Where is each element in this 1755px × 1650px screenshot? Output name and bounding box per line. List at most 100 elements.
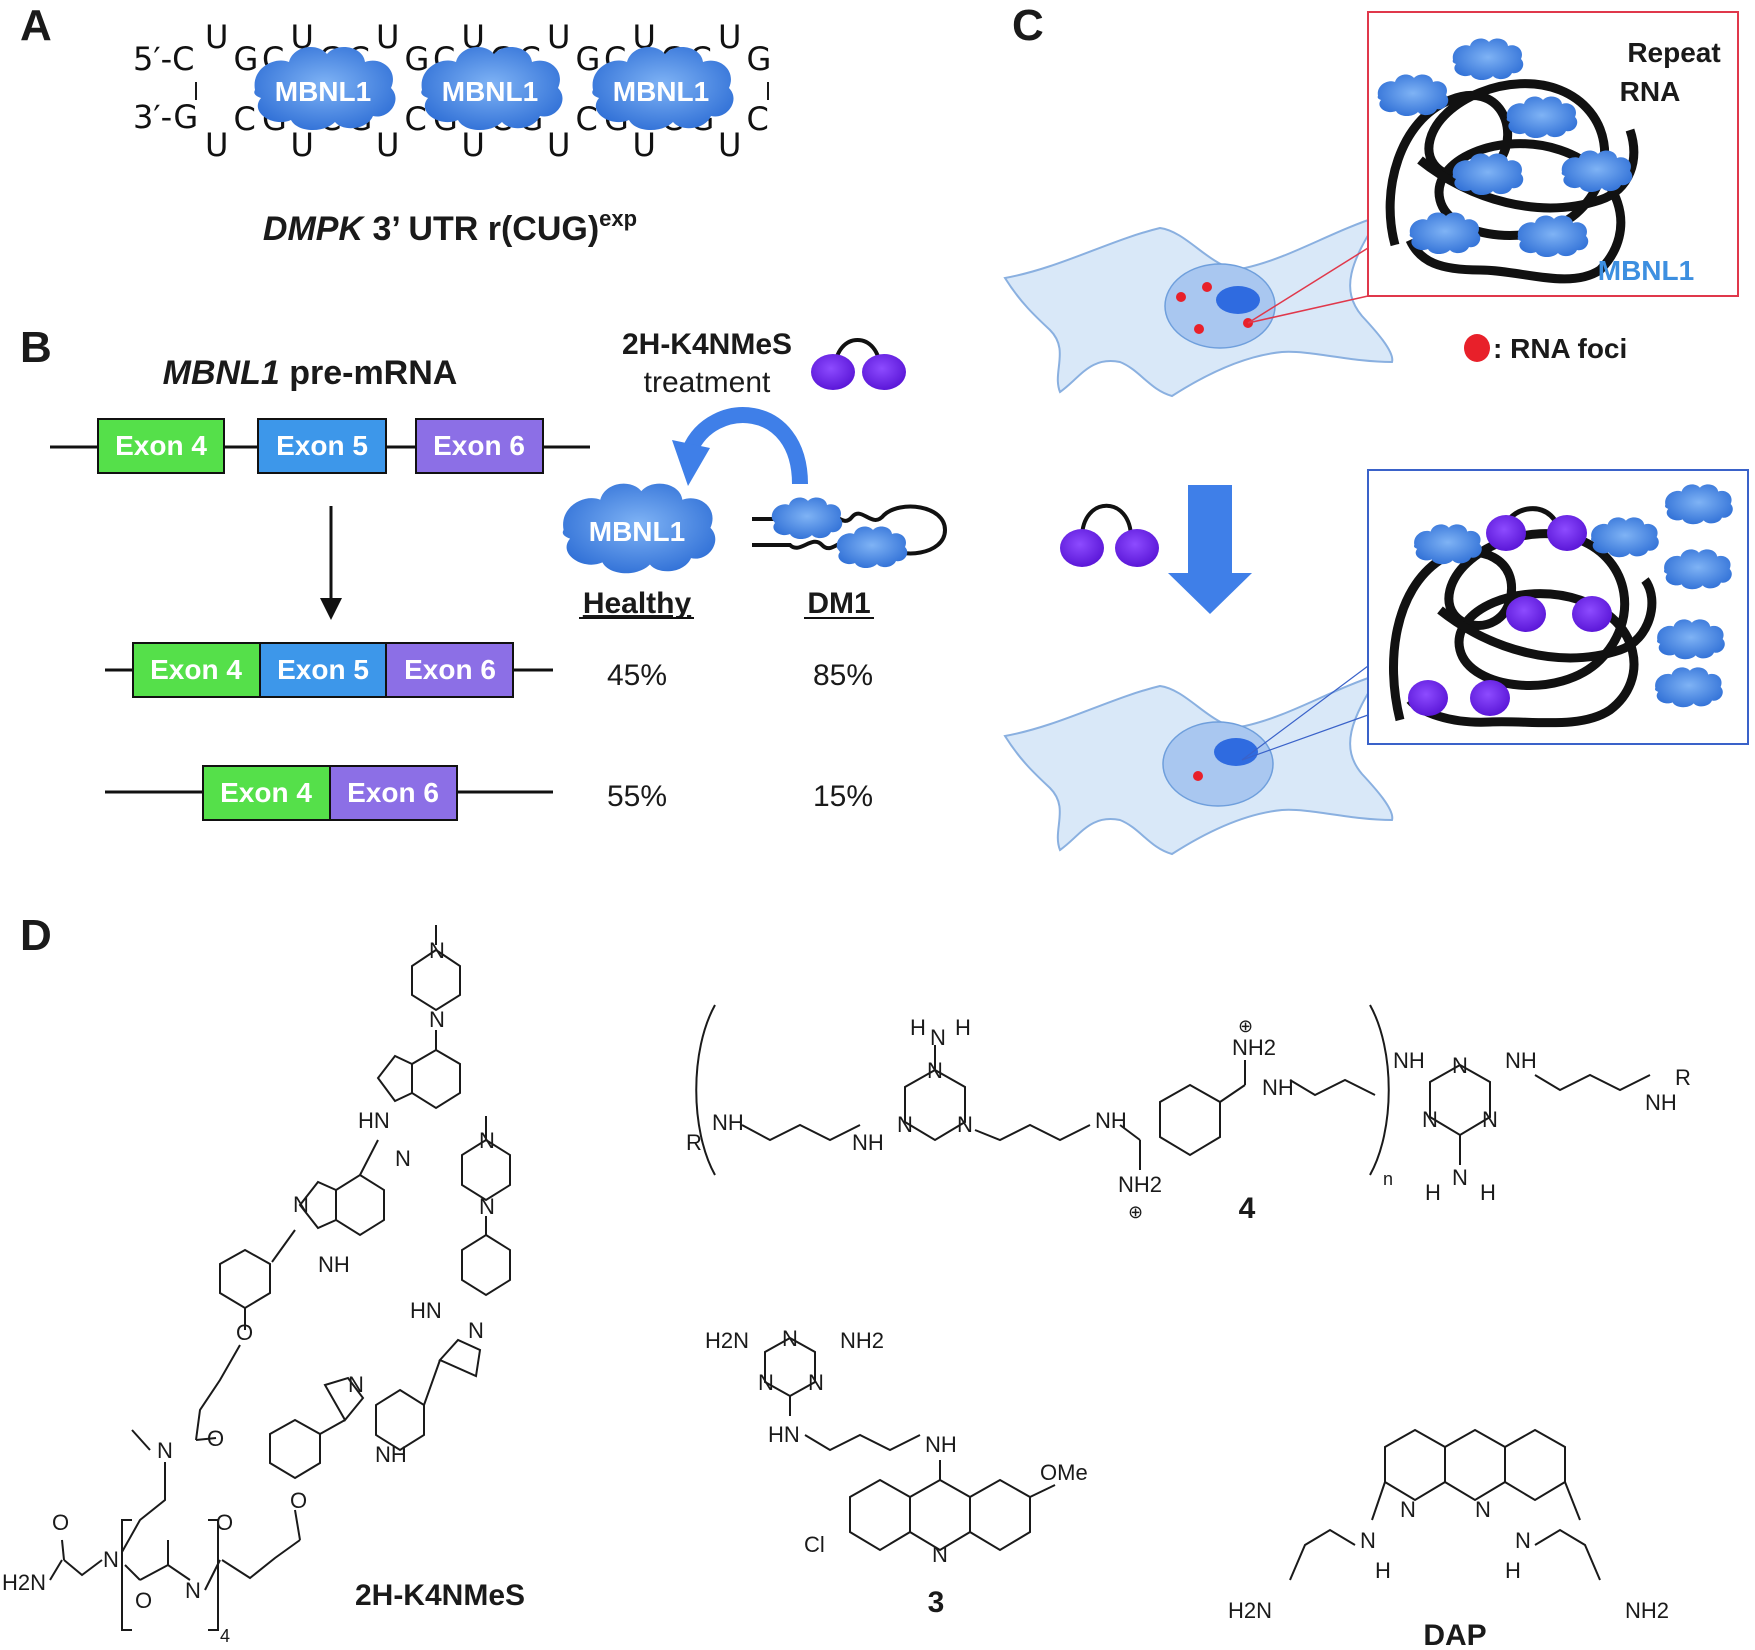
svg-text:HN: HN xyxy=(410,1298,442,1323)
compound-4-label: 4 xyxy=(1239,1192,1256,1225)
panel-label-c: C xyxy=(1012,1,1044,50)
svg-text:NH: NH xyxy=(1505,1048,1537,1073)
svg-text:OMe: OMe xyxy=(1040,1460,1088,1485)
svg-text:H: H xyxy=(910,1015,926,1040)
row1-dm1-value: 85% xyxy=(813,659,873,692)
svg-text:NH: NH xyxy=(925,1432,957,1457)
top-strand-base: U xyxy=(291,18,314,56)
svg-text:NH: NH xyxy=(318,1252,350,1277)
svg-text:Cl: Cl xyxy=(804,1532,825,1557)
svg-text:N: N xyxy=(479,1128,495,1153)
isoform-row-1: Exon 4 Exon 5 Exon 6 45% 85% xyxy=(105,642,873,698)
treatment-down-arrow xyxy=(1168,485,1252,614)
svg-text:N: N xyxy=(932,1542,948,1567)
top-strand-base: G xyxy=(405,40,430,78)
svg-text:N: N xyxy=(1452,1053,1468,1078)
svg-text:NH: NH xyxy=(1095,1108,1127,1133)
bottom-strand-base: U xyxy=(547,126,570,164)
top-strand-base: G xyxy=(747,40,772,78)
sequestered-rna-icon xyxy=(752,497,948,569)
svg-text:NH2: NH2 xyxy=(1232,1035,1276,1060)
mbnl1-protein-1: MBNL1 xyxy=(254,47,396,131)
bottom-strand-base: C xyxy=(747,100,769,138)
svg-text:N: N xyxy=(395,1146,411,1171)
svg-text:N: N xyxy=(930,1025,946,1050)
svg-text:NH: NH xyxy=(375,1442,407,1467)
isoform-row-2: Exon 4 Exon 6 55% 15% xyxy=(105,765,873,821)
svg-text:⊕: ⊕ xyxy=(1238,1016,1253,1036)
svg-text:N: N xyxy=(897,1112,913,1137)
svg-text:NH: NH xyxy=(712,1110,744,1135)
compound-3-label: 3 xyxy=(928,1586,945,1619)
pre-mrna-title: MBNL1 pre-mRNA xyxy=(163,354,458,392)
svg-text:NH: NH xyxy=(1393,1048,1425,1073)
svg-text:Exon 6: Exon 6 xyxy=(347,777,439,808)
row2-dm1-value: 15% xyxy=(813,780,873,813)
svg-text:H: H xyxy=(1375,1558,1391,1583)
dumbbell-ligand-icon xyxy=(811,338,906,390)
top-strand-base: U xyxy=(718,18,741,56)
top-strand-base: U xyxy=(205,18,228,56)
svg-text:N: N xyxy=(157,1438,173,1463)
splicing-arrow-head xyxy=(320,598,342,620)
top-strand-base: U xyxy=(376,18,399,56)
panel-label-b: B xyxy=(20,323,52,372)
exon-4-box: Exon 4 xyxy=(97,418,225,474)
svg-text:MBNL1: MBNL1 xyxy=(442,76,538,107)
exon-5-box: Exon 5 xyxy=(257,418,387,474)
svg-text:N: N xyxy=(429,1007,445,1032)
svg-text:4: 4 xyxy=(220,1626,230,1646)
svg-text:N: N xyxy=(1452,1165,1468,1190)
svg-text:H2N: H2N xyxy=(2,1570,46,1595)
treatment-word-label: treatment xyxy=(644,366,771,399)
svg-text:O: O xyxy=(290,1488,307,1513)
inset-repeat-rna: Repeat RNA MBNL1 xyxy=(1367,11,1739,297)
svg-text:Exon 6: Exon 6 xyxy=(404,654,496,685)
bottom-strand-base: C xyxy=(234,100,256,138)
svg-text:O: O xyxy=(135,1588,152,1613)
cell-untreated xyxy=(1003,214,1394,398)
panel-a-caption: DMPK 3’ UTR r(CUG)exp xyxy=(263,206,637,248)
svg-text:R: R xyxy=(686,1130,702,1155)
svg-text:NH: NH xyxy=(1645,1090,1677,1115)
bottom-strand-base: U xyxy=(291,126,314,164)
svg-text:H: H xyxy=(1505,1558,1521,1583)
structure-dap: N N N H H2N N H NH2 DAP xyxy=(1228,1428,1669,1650)
svg-text:NH: NH xyxy=(852,1130,884,1155)
svg-text:NH2: NH2 xyxy=(1625,1598,1669,1623)
foci-legend: : RNA foci xyxy=(1464,333,1627,364)
rna-hairpin: 5′-C 3′-G UGCUGCUGCUGCUGCUGCUG UCGUCGUCG… xyxy=(133,18,771,248)
structure-compound-4: R NH NH N N N H N H NH NH2 ⊕ NH2 ⊕ NH NH… xyxy=(686,1004,1691,1225)
svg-text:N: N xyxy=(808,1370,824,1395)
treatment-compound-label: 2H-K4NMeS xyxy=(622,328,792,361)
svg-text:O: O xyxy=(236,1320,253,1345)
svg-text:N: N xyxy=(103,1547,119,1572)
three-prime-label: 3′-G xyxy=(133,98,198,136)
svg-text:O: O xyxy=(207,1426,224,1451)
svg-text:N: N xyxy=(1422,1107,1438,1132)
bottom-strand-base: C xyxy=(576,100,598,138)
repeat-rna-label-1: Repeat xyxy=(1627,37,1720,68)
svg-text:H: H xyxy=(955,1015,971,1040)
svg-text:MBNL1: MBNL1 xyxy=(589,516,685,547)
svg-text:NH2: NH2 xyxy=(1118,1172,1162,1197)
mbnl1-protein-2: MBNL1 xyxy=(421,47,563,131)
svg-text:N: N xyxy=(293,1192,309,1217)
svg-text:Exon 5: Exon 5 xyxy=(276,430,368,461)
svg-text:O: O xyxy=(52,1510,69,1535)
healthy-label: Healthy xyxy=(583,587,692,620)
release-arrow-icon xyxy=(672,407,808,486)
svg-text:N: N xyxy=(927,1058,943,1083)
svg-text:N: N xyxy=(758,1370,774,1395)
bottom-strand-base: U xyxy=(205,126,228,164)
compound-2h-label: 2H-K4NMeS xyxy=(355,1579,525,1612)
svg-text:N: N xyxy=(185,1578,201,1603)
svg-text:NH2: NH2 xyxy=(840,1328,884,1353)
five-prime-label: 5′-C xyxy=(133,40,195,78)
svg-text:: RNA foci: : RNA foci xyxy=(1493,333,1627,364)
svg-text:NH: NH xyxy=(1262,1075,1294,1100)
svg-text:N: N xyxy=(348,1372,364,1397)
svg-text:Exon 6: Exon 6 xyxy=(433,430,525,461)
svg-text:HN: HN xyxy=(358,1108,390,1133)
